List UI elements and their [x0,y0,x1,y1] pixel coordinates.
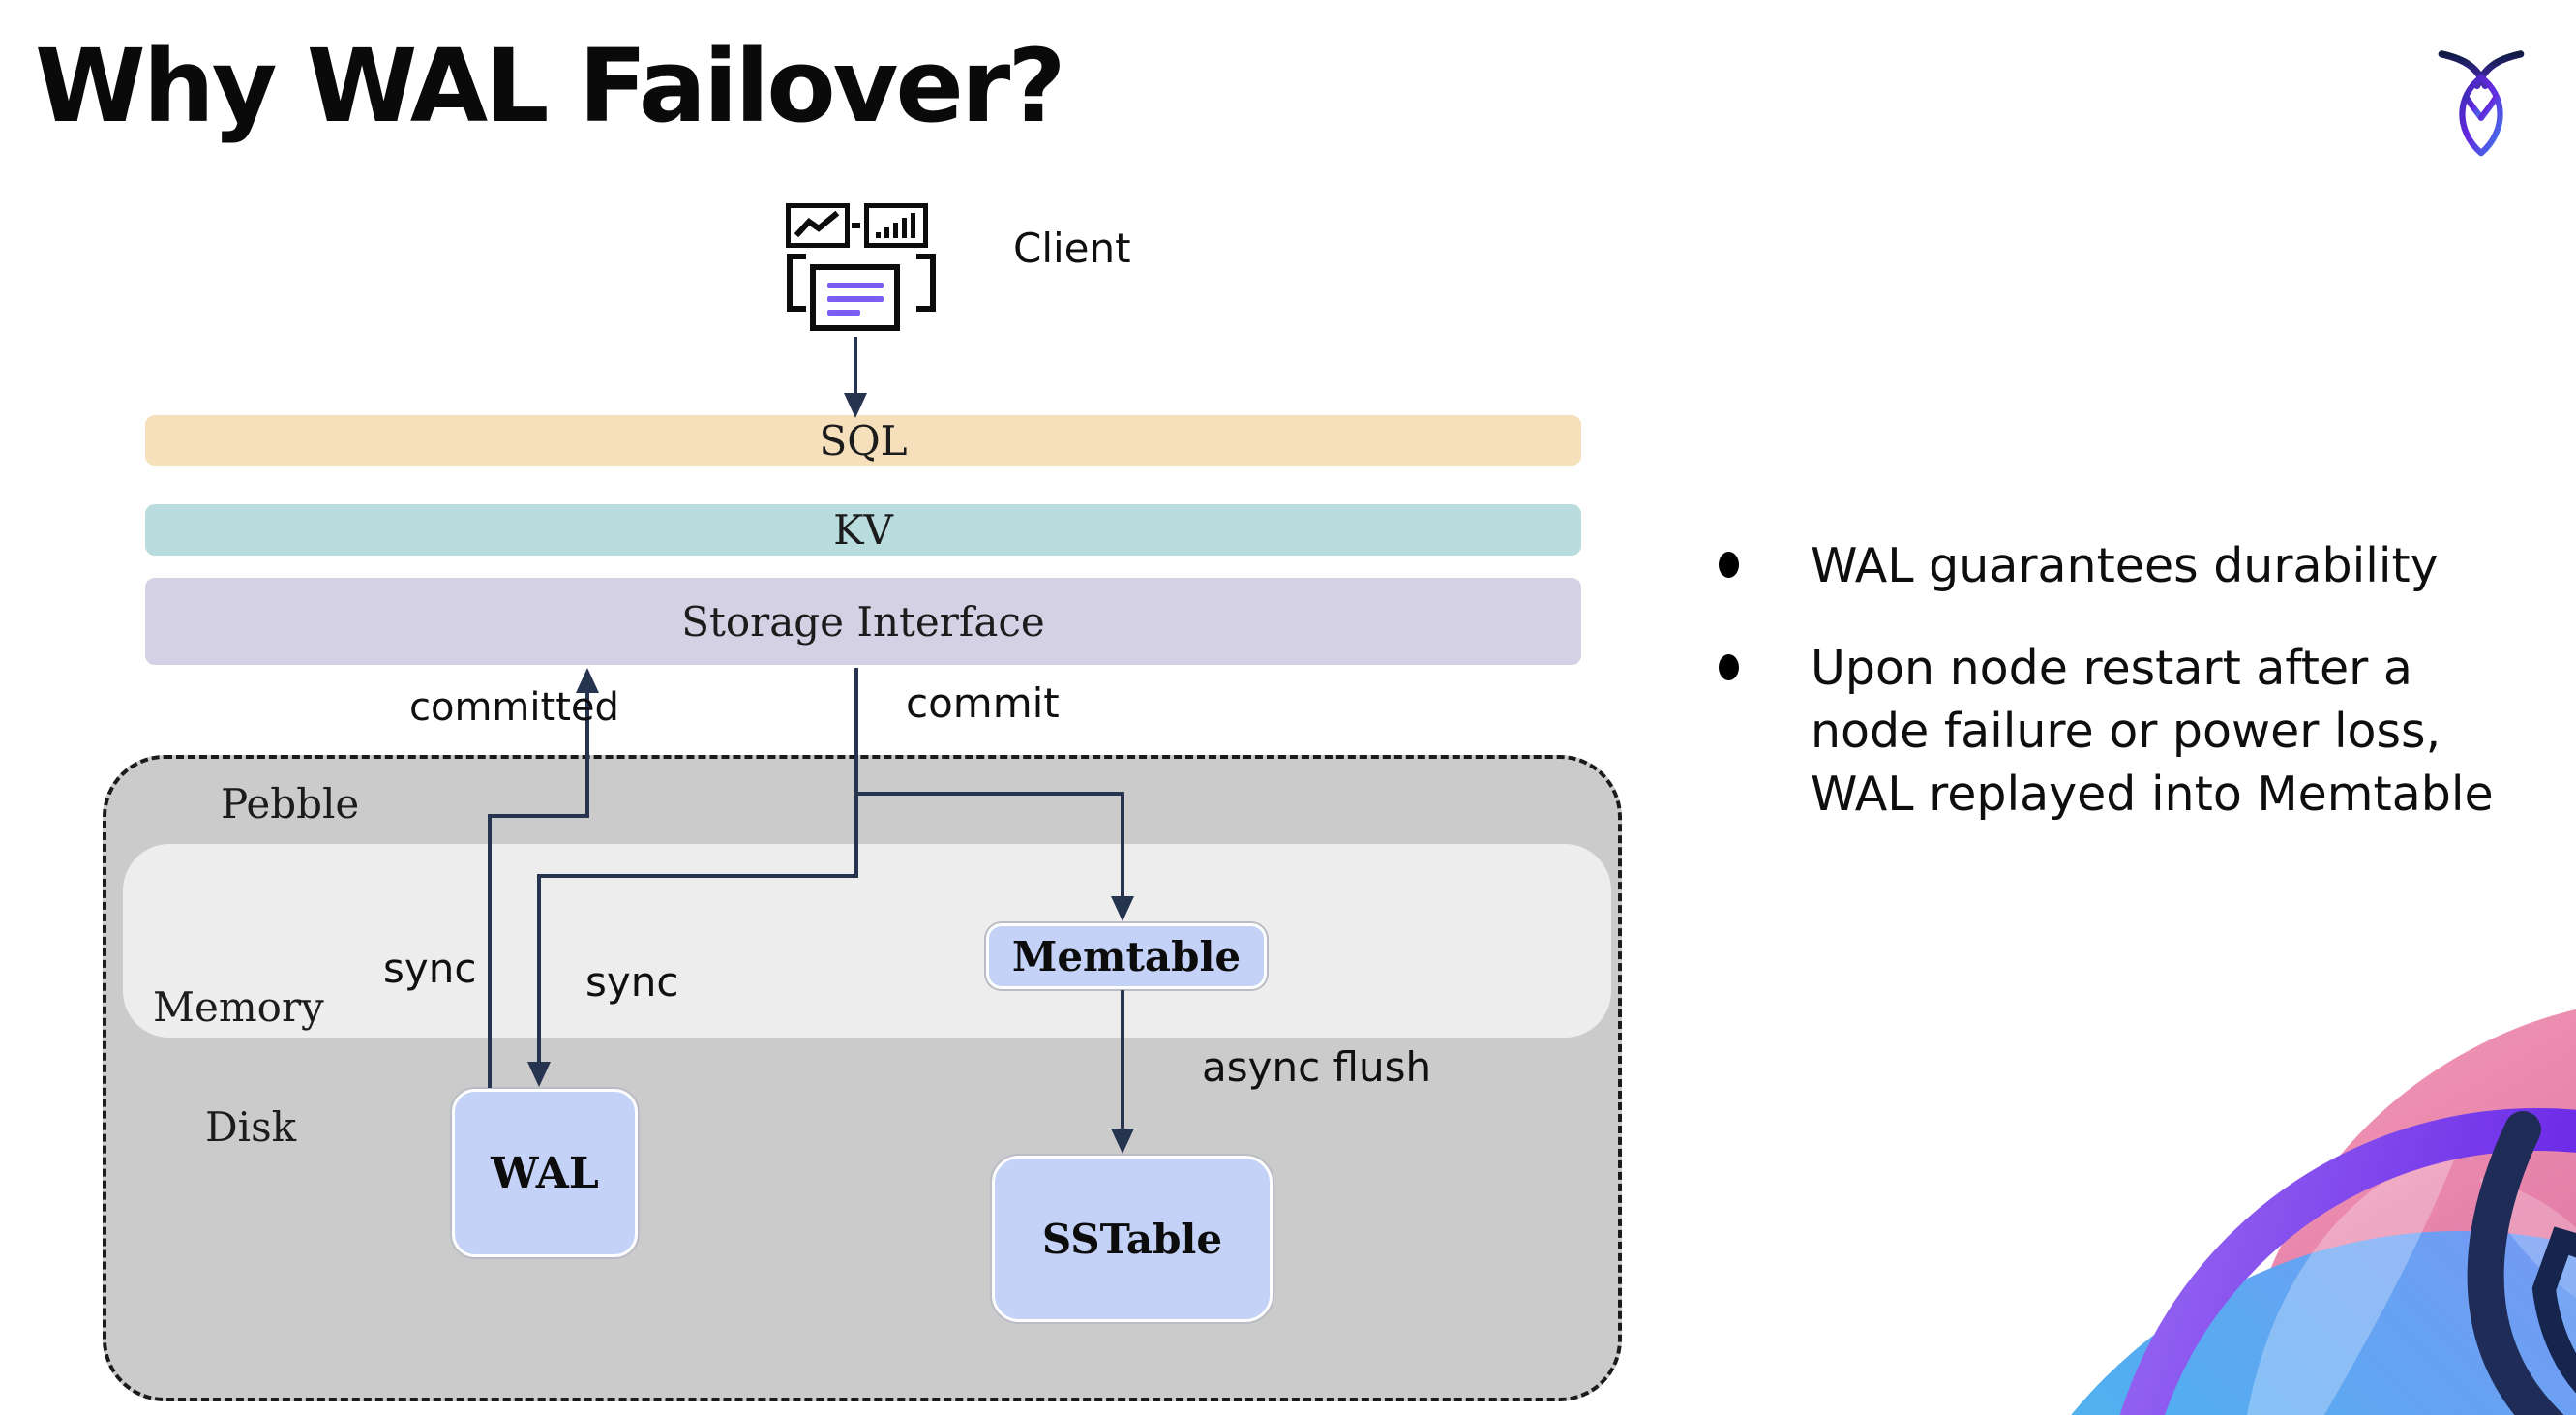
layer-label-storage-interface: Storage Interface [681,597,1045,646]
wal-box: WAL [452,1089,638,1257]
commit-label: commit [906,679,1060,727]
layer-label-sql: SQL [819,416,908,465]
client-workstation-icon [784,199,939,337]
cockroachdb-logo [2438,50,2525,157]
bullet-dot [1719,552,1739,578]
committed-label: committed [409,685,619,730]
layer-bar-storage-interface: Storage Interface [145,578,1581,665]
document-line [827,283,884,288]
sync-label-left: sync [383,945,477,992]
memtable-label: Memtable [1011,932,1242,980]
sstable-box: SSTable [992,1156,1273,1322]
bar-chart-icon [864,203,928,248]
sync-label-right: sync [585,958,679,1006]
page-title: Why WAL Failover? [35,27,1066,145]
bracket-right-icon [916,254,936,312]
pebble-label: Pebble [221,780,360,828]
bracket-left-icon [787,254,806,312]
disk-label: Disk [205,1103,297,1151]
async-flush-label: async flush [1202,1043,1432,1091]
bullet-item: WAL guarantees durability [1719,534,2576,597]
brand-artwork [2071,1009,2576,1415]
memory-label: Memory [153,983,324,1031]
bullet-text: Upon node restart after a node failure o… [1811,641,2494,822]
bullet-text: WAL guarantees durability [1811,538,2439,593]
layer-bar-kv: KV [145,504,1581,556]
sstable-label: SSTable [1041,1215,1223,1263]
document-icon [810,264,900,331]
memtable-box: Memtable [986,923,1267,989]
connector-dash [852,223,860,228]
bullet-item: Upon node restart after a node failure o… [1719,637,2576,826]
line-chart-icon [786,203,850,248]
document-line [827,296,884,302]
document-line [827,310,860,316]
memory-region [123,844,1611,1038]
layer-bar-sql: SQL [145,415,1581,466]
layer-label-kv: KV [833,506,893,554]
client-label: Client [1013,225,1131,272]
wal-label: WAL [491,1148,599,1198]
bullet-dot [1719,654,1739,680]
